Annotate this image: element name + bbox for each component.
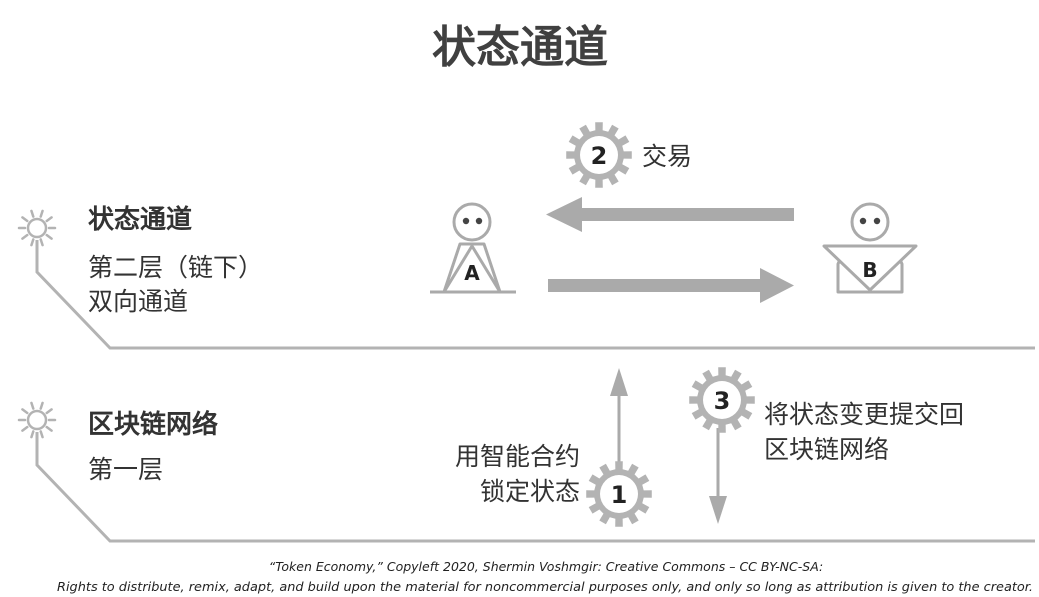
sun-core [26, 217, 48, 239]
sun-ray [39, 430, 44, 439]
diagram-title: 状态通道 [432, 22, 608, 73]
onchain-layer-line1: 第一层 [88, 455, 163, 484]
sun-ray [45, 216, 53, 223]
offchain-layer-title: 状态通道 [88, 204, 192, 235]
step-1-label-line2: 锁定状态 [480, 477, 580, 506]
step-2-gear-icon [566, 122, 632, 188]
step-2-number: 2 [591, 142, 608, 170]
gear-hub [703, 381, 741, 419]
sun-ray [45, 408, 53, 415]
sun-ray [45, 425, 53, 432]
onchain-layer-title: 区块链网络 [88, 409, 218, 440]
sun-ray [30, 401, 35, 410]
credit-line-1: “Token Economy,” Copyleft 2020, Shermin … [269, 559, 823, 574]
gear-hub [600, 475, 638, 513]
offchain-sun-icon [17, 209, 57, 247]
step-3-gear-icon [689, 367, 755, 433]
party-b-icon [822, 202, 918, 294]
onchain-layer-line [35, 432, 1035, 543]
sun-ray [21, 216, 29, 223]
sun-ray [39, 209, 44, 218]
offchain-layer-line1: 第二层（链下） [88, 253, 263, 282]
step-1-number: 1 [611, 481, 628, 509]
step-3-number: 3 [714, 387, 731, 415]
arrow-a-to-b [548, 268, 794, 303]
sun-ray [30, 209, 35, 218]
sun-ray [30, 430, 35, 439]
step-3-label-line2: 区块链网络 [764, 435, 889, 464]
sun-ray [21, 425, 29, 432]
sun-ray [21, 408, 29, 415]
sun-core [26, 409, 48, 431]
onchain-sun-icon [17, 401, 57, 439]
party-a-label: A [464, 261, 480, 285]
arrow-b-to-a [546, 197, 794, 232]
credit-line-2: Rights to distribute, remix, adapt, and … [57, 579, 1033, 594]
step-1-gear-icon [586, 461, 652, 527]
sun-ray [39, 238, 44, 247]
offchain-layer-line2: 双向通道 [88, 287, 188, 316]
sun-ray [21, 233, 29, 240]
step-2-label: 交易 [642, 142, 692, 171]
gear-hub [580, 136, 618, 174]
step-1-label-line1: 用智能合约 [455, 442, 580, 471]
sun-ray [30, 238, 35, 247]
offchain-layer-line [35, 240, 1035, 350]
step-3-label-line1: 将状态变更提交回 [764, 400, 964, 429]
party-a-icon [430, 202, 516, 294]
arrow-commit-down [709, 428, 727, 524]
sun-ray [39, 401, 44, 410]
arrow-lock-up [610, 368, 628, 474]
party-b-label: B [862, 258, 877, 282]
sun-ray [45, 233, 53, 240]
